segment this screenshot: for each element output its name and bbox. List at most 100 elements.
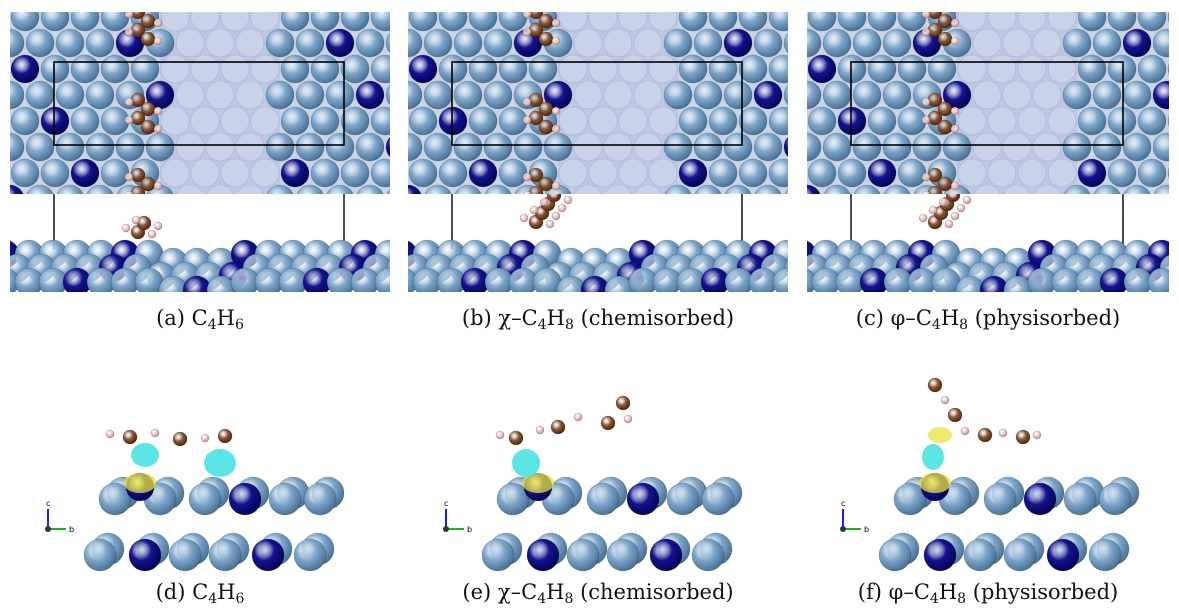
substrate-atom (1063, 482, 1097, 516)
substrate-atom (296, 184, 324, 194)
substrate-atom (628, 267, 658, 292)
substrate-atom (708, 54, 738, 84)
substrate-atom (772, 267, 788, 292)
hydrogen-atom (153, 221, 163, 231)
hydrogen-atom (551, 124, 561, 134)
hydrogen-atom (623, 414, 633, 424)
substrate-atom (1107, 12, 1137, 32)
substrate-atom (1167, 167, 1169, 179)
substrate-atom (882, 80, 912, 110)
dopant-atom (438, 106, 468, 136)
substrate-atom (325, 80, 355, 110)
carbon-atom (550, 419, 566, 435)
substrate-atom (678, 106, 708, 136)
substrate-atom (783, 32, 788, 54)
substrate-atom-faded (160, 54, 190, 84)
substrate-atom-faded (190, 54, 220, 84)
substrate-atom (768, 54, 788, 84)
substrate-atom-faded (957, 54, 987, 84)
hydrogen-atom (519, 213, 529, 223)
substrate-atom (83, 538, 117, 572)
a-axis-origin (840, 526, 846, 532)
substrate-atom (723, 132, 753, 162)
substrate-atom (784, 188, 788, 194)
dopant-atom (460, 267, 490, 292)
substrate-atom (708, 106, 738, 136)
top-view-slab (807, 12, 1169, 194)
substrate-atom (867, 54, 897, 84)
charge-loss-lobe (131, 443, 159, 467)
substrate-atom (130, 54, 160, 84)
substrate-atom-faded (160, 12, 190, 32)
substrate-atom (912, 132, 942, 162)
dopant-atom (700, 267, 730, 292)
carbon-atom (937, 119, 953, 135)
substrate-atom-faded (235, 132, 265, 162)
substrate-atom (40, 12, 70, 32)
carbon-atom (947, 407, 963, 423)
substrate-atom (370, 106, 390, 136)
substrate-atom (1075, 267, 1105, 292)
substrate-atom (438, 54, 468, 84)
hydrogen-atom (549, 194, 559, 199)
hydrogen-atom (918, 213, 928, 223)
dopant-atom (10, 184, 24, 194)
substrate-atom (738, 158, 768, 188)
substrate-atom-faded (1047, 54, 1077, 84)
substrate-atom (723, 80, 753, 110)
substrate-atom (370, 12, 390, 32)
hydrogen-atom (522, 115, 532, 125)
substrate-atom (837, 158, 867, 188)
panel-c-structure (807, 12, 1169, 292)
substrate-atom (340, 158, 370, 188)
substrate-atom (408, 106, 438, 136)
substrate-atom (56, 184, 84, 194)
substrate-atom-faded (574, 184, 602, 194)
substrate-atom-faded (1017, 158, 1047, 188)
substrate-atom (25, 80, 55, 110)
substrate-atom (40, 158, 70, 188)
substrate-atom-faded (633, 80, 663, 110)
substrate-atom (678, 54, 708, 84)
substrate-atom (691, 538, 725, 572)
substrate-atom (1077, 106, 1107, 136)
substrate-atom (768, 106, 788, 136)
hydrogen-atom (147, 229, 157, 239)
substrate-atom (10, 106, 40, 136)
substrate-atom (355, 132, 385, 162)
substrate-atom (10, 132, 25, 162)
substrate-atom-faded (190, 158, 220, 188)
substrate-atom (1027, 267, 1057, 292)
substrate-atom (498, 158, 528, 188)
carbon-atom (927, 377, 943, 393)
substrate-atom (1137, 12, 1167, 32)
carbon-atom (937, 31, 953, 47)
substrate-atom (1092, 132, 1122, 162)
substrate-atom (25, 28, 55, 58)
dopant-atom (62, 267, 92, 292)
substrate-atom-faded (987, 12, 1017, 32)
substrate-atom-faded (573, 132, 603, 162)
substrate-atom-faded (573, 28, 603, 58)
dopant-atom (70, 158, 100, 188)
substrate-atom-faded (250, 12, 280, 32)
dopant-atom (325, 28, 355, 58)
substrate-atom (55, 28, 85, 58)
substrate-atom-faded (558, 158, 588, 188)
carbon-atom (140, 119, 156, 135)
substrate-atom (26, 184, 54, 194)
substrate-atom-faded (633, 28, 663, 58)
substrate-atom (423, 132, 453, 162)
substrate-atom (1137, 158, 1167, 188)
hydrogen-atom (153, 36, 163, 46)
caption-d: (d) C4H6 (155, 580, 245, 607)
substrate-atom (807, 106, 837, 136)
substrate-atom-faded (1003, 184, 1031, 194)
dopant-atom (678, 158, 708, 188)
substrate-atom (663, 28, 693, 58)
substrate-atom (408, 132, 423, 162)
charge-loss-lobe (922, 444, 944, 470)
charge-gain-lobe (928, 427, 952, 443)
substrate-atom (1093, 184, 1121, 194)
substrate-atom (753, 132, 783, 162)
